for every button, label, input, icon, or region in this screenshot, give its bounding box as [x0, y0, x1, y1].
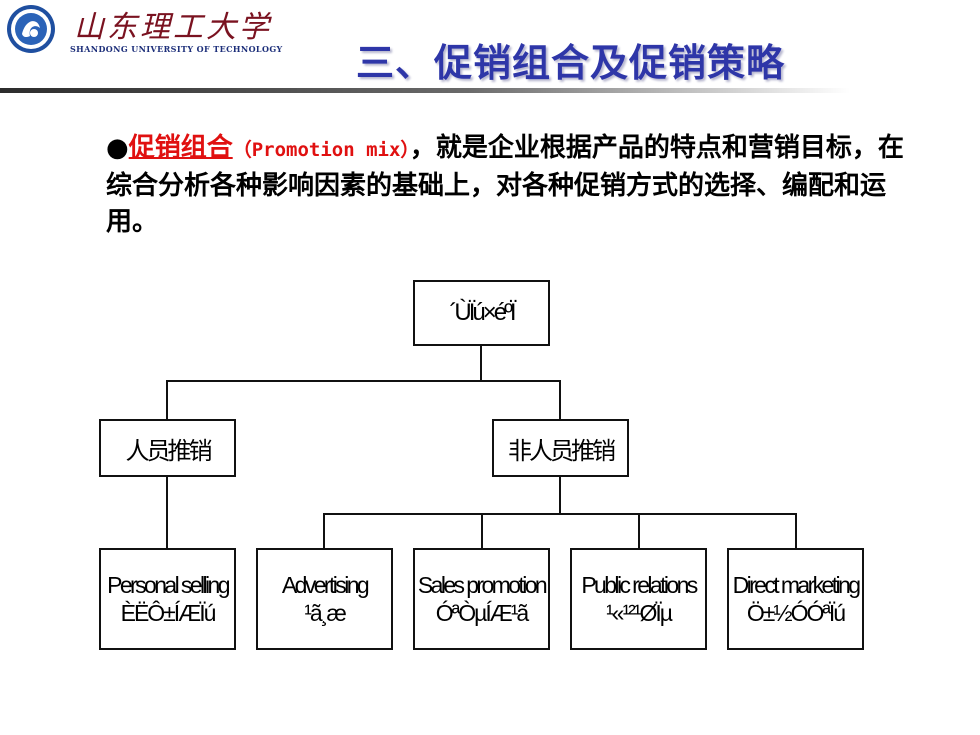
leaf-label-en: Advertising [281, 572, 370, 598]
connector-leaf-5 [795, 513, 797, 549]
connector-nonpersonal-up [559, 380, 561, 420]
leaf-label-cn: ¹«¹²¹ØÏµ [606, 600, 673, 626]
root-node-label: ´ÙÏú×éºÏ [449, 299, 516, 326]
leaf-advertising: Advertising ¹ã¸æ [256, 548, 393, 650]
leaf-public-relations: Public relations ¹«¹²¹ØÏµ [570, 548, 707, 650]
definition-text: ，就是企业根据产品的特点和营销目标，在综合分析各种影响因素的基础上，对各种促销方… [106, 133, 904, 237]
connector-nonpersonal-down [559, 476, 561, 514]
term-cn: 促销组合 [128, 133, 233, 163]
leaf-sales-promotion: Sales promotion ÓªÒµÍÆ¹ã [413, 548, 550, 650]
university-name-cn: 山东理工大学 [74, 10, 272, 45]
leaf-label-en: Direct marketing [732, 572, 861, 598]
connector-personal-down [166, 476, 168, 549]
connector-leaf-4 [638, 513, 640, 549]
connector-level2-bar [323, 513, 797, 515]
leaf-direct-marketing: Direct marketing Ö±½ÓÓªÏú [727, 548, 864, 650]
connector-root-down [480, 345, 482, 381]
definition-paragraph: ●促销组合（Promotion mix），就是企业根据产品的特点和营销目标，在综… [106, 130, 906, 240]
leaf-label-cn: ¹ã¸æ [304, 600, 347, 626]
leaf-label-en: Sales promotion [417, 572, 548, 598]
connector-leaf-3 [481, 513, 483, 549]
nonpersonal-selling-label: 非人员推销 [508, 437, 616, 465]
personal-selling-label: 人员推销 [125, 437, 213, 465]
leaf-label-cn: ÓªÒµÍÆ¹ã [435, 600, 529, 626]
leaf-personal-selling: Personal selling ÈËÔ±ÍÆÏú [99, 548, 236, 650]
header-divider [0, 88, 850, 93]
nonpersonal-selling-node: 非人员推销 [492, 419, 629, 477]
connector-leaf-2 [323, 513, 325, 549]
university-seal-logo [6, 4, 56, 54]
university-name-en: SHANDONG UNIVERSITY OF TECHNOLOGY [70, 44, 283, 54]
leaf-label-cn: ÈËÔ±ÍÆÏú [120, 600, 217, 626]
bullet-icon: ● [106, 133, 129, 163]
root-node: ´ÙÏú×éºÏ [413, 280, 550, 346]
personal-selling-node: 人员推销 [99, 419, 236, 477]
leaf-label-cn: Ö±½ÓÓªÏú [746, 600, 846, 626]
connector-level1-bar [166, 380, 561, 382]
leaf-label-en: Public relations [581, 572, 698, 598]
term-en: （Promotion mix） [232, 139, 410, 161]
connector-personal-up [166, 380, 168, 420]
leaf-label-en: Personal selling [107, 572, 230, 598]
slide-title: 三、促销组合及促销策略 [356, 41, 786, 85]
